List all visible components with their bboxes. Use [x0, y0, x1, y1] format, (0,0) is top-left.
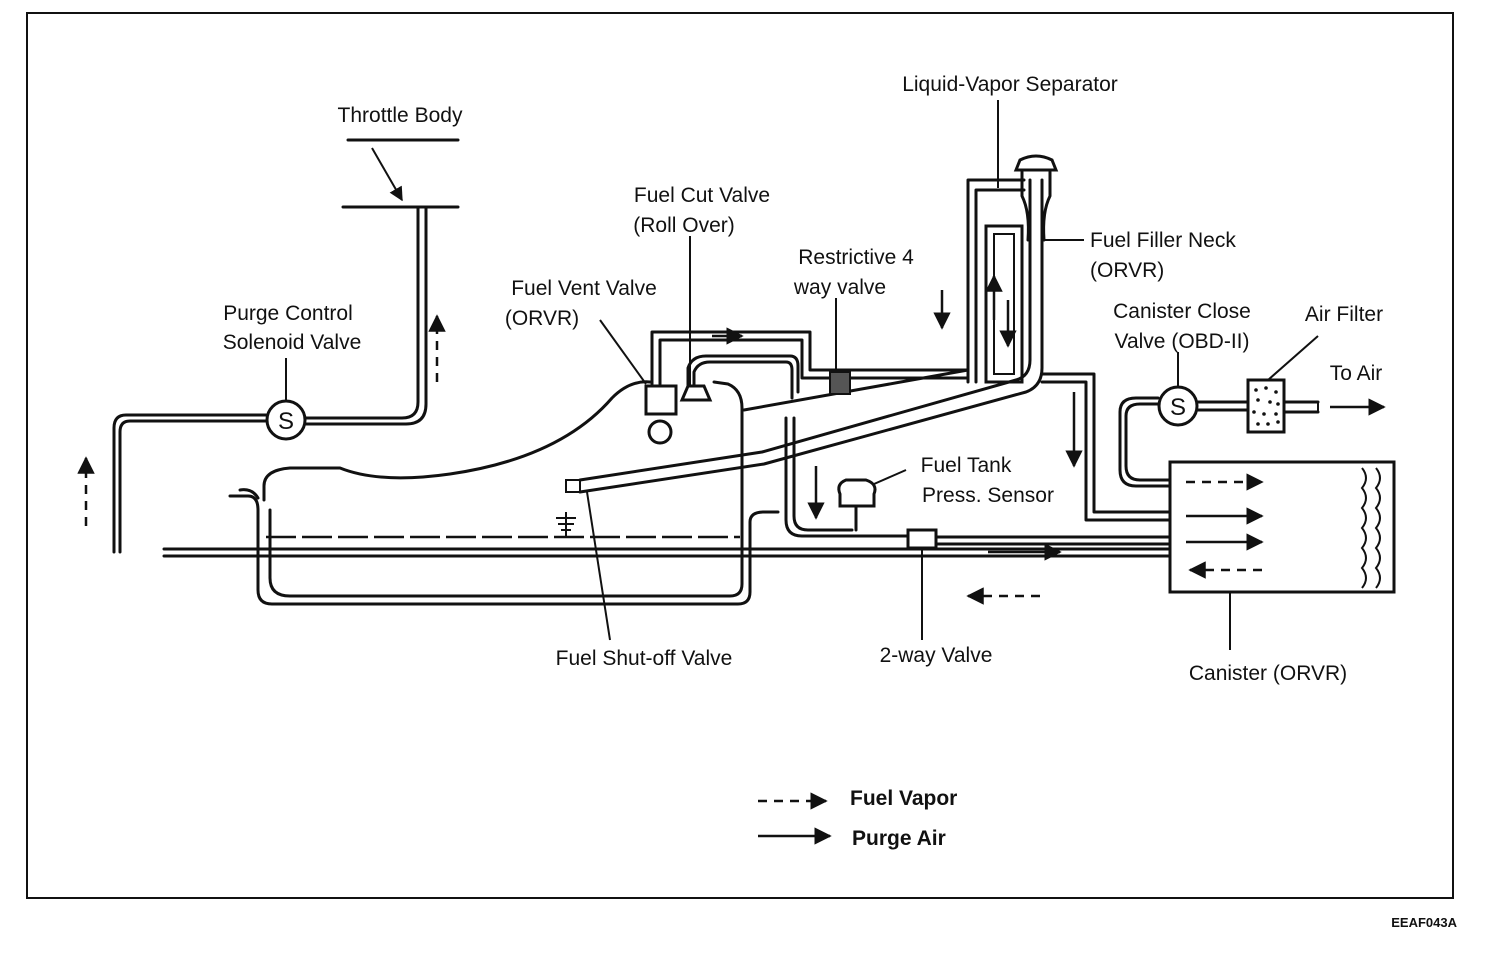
label-fuel-cut-valve: Fuel Cut Valve: [634, 184, 770, 207]
label-restrictive-valve: Restrictive 4: [798, 246, 914, 269]
purge-line: [77, 205, 446, 554]
canister-close-valve: S: [1118, 352, 1250, 488]
fuel-shutoff-valve: [565, 178, 1044, 641]
label-fuel-cut-valve-sub: (Roll Over): [633, 214, 735, 237]
fuel-tank: [162, 380, 1172, 606]
label-restrictive-valve-sub: way valve: [793, 276, 886, 299]
label-canister: Canister (ORVR): [1189, 662, 1347, 685]
purge-solenoid-symbol: S: [278, 408, 294, 435]
fuel-tank-press-sensor: [837, 469, 907, 532]
legend-fuel-vapor: Fuel Vapor: [850, 787, 957, 810]
legend: Fuel Vapor Purge Air: [758, 787, 957, 850]
label-canister-close-valve: Canister Close: [1113, 300, 1251, 323]
label-purge-control: Purge Control: [223, 302, 353, 325]
label-throttle-body: Throttle Body: [338, 104, 463, 127]
label-fuel-tank-sensor: Fuel Tank: [921, 454, 1012, 477]
label-fuel-filler-neck: Fuel Filler Neck: [1090, 229, 1236, 252]
liquid-vapor-separator: [933, 100, 1026, 384]
fuel-filler-neck: [1013, 154, 1084, 242]
filler-to-canister-line: [1040, 372, 1172, 522]
purge-control-solenoid: S: [265, 358, 307, 441]
air-filter: [1246, 335, 1386, 434]
label-canister-close-valve-sub: Valve (OBD-II): [1115, 330, 1250, 353]
fuel-cut-valve: [679, 236, 713, 402]
label-fuel-shutoff-valve: Fuel Shut-off Valve: [556, 647, 733, 670]
label-two-way-valve: 2-way Valve: [880, 644, 993, 667]
two-way-valve: [906, 528, 938, 640]
diagram-frame: [26, 12, 1454, 899]
label-fuel-vent-valve-sub: (ORVR): [505, 307, 579, 330]
label-fuel-tank-sensor-sub: Press. Sensor: [922, 484, 1054, 507]
restrictive-valve-mesh: [829, 371, 851, 395]
label-air-filter: Air Filter: [1305, 303, 1383, 326]
canister: [1168, 460, 1396, 650]
canister-close-symbol: S: [1170, 394, 1186, 421]
label-purge-control-sub: Solenoid Valve: [223, 331, 362, 354]
sensor-lines: [784, 416, 1172, 605]
label-to-air: To Air: [1330, 362, 1383, 385]
label-liquid-vapor-separator: Liquid-Vapor Separator: [902, 73, 1118, 96]
fuel-vent-valve: [599, 319, 678, 445]
figure-code: EEAF043A: [1391, 915, 1457, 930]
legend-purge-air: Purge Air: [852, 827, 946, 850]
fuel-level-symbol: [556, 512, 576, 536]
label-fuel-vent-valve: Fuel Vent Valve: [511, 277, 657, 300]
label-fuel-filler-neck-sub: (ORVR): [1090, 259, 1164, 282]
throttle-body: [341, 138, 460, 209]
